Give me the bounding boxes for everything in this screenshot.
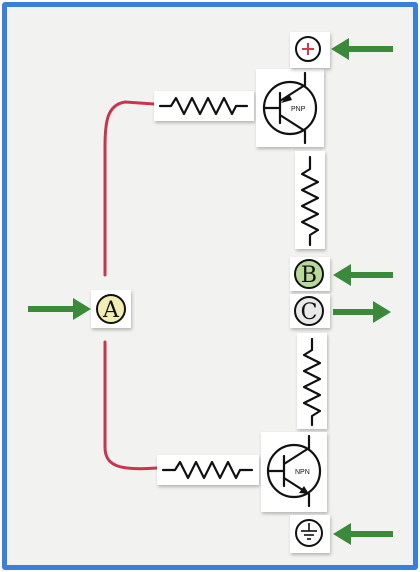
node-c: C — [290, 294, 330, 328]
node-b: B — [290, 257, 330, 291]
node-a: A — [91, 290, 131, 328]
ground-supply — [290, 515, 330, 553]
node-b-label: B — [301, 263, 317, 288]
arrow-into-b — [333, 264, 393, 286]
resistor-bottom — [157, 455, 259, 485]
node-a-label: A — [102, 298, 120, 323]
transistor-type-label: NPN — [295, 469, 310, 476]
wire-a-to-bottom-resistor — [103, 340, 159, 471]
arrow-into-a — [28, 298, 91, 320]
circuit-diagram: PNP B C A — [28, 32, 393, 553]
transistor-npn: NPN — [261, 432, 327, 512]
transistor-pnp: PNP — [256, 69, 324, 147]
transistor-type-label: PNP — [291, 106, 306, 113]
resistor-top — [154, 91, 254, 121]
node-c-label: C — [301, 300, 318, 325]
resistor-lower-vertical — [297, 333, 327, 429]
arrow-out-of-c — [333, 301, 391, 323]
wire-a-to-top-resistor — [103, 100, 156, 277]
arrow-into-positive — [331, 38, 393, 60]
arrow-into-ground — [333, 523, 393, 545]
positive-supply — [290, 32, 330, 68]
resistor-upper-vertical — [295, 151, 325, 249]
